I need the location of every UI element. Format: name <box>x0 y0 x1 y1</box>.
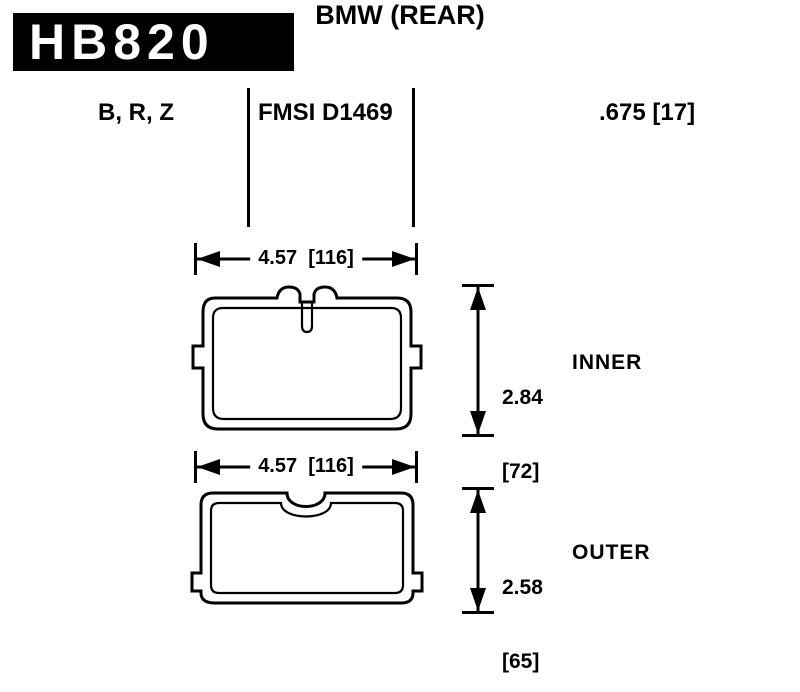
arrow-left-icon <box>197 459 220 475</box>
inner-height-value: 2.84 [72] <box>502 336 543 534</box>
fmsi-number: FMSI D1469 <box>258 99 393 126</box>
vehicle-application: BMW (REAR) <box>315 0 485 30</box>
arrow-down-icon <box>470 411 486 434</box>
arrow-up-icon <box>470 490 486 513</box>
arrow-right-icon <box>392 459 415 475</box>
inner-pad-drawing <box>191 285 423 431</box>
outer-pad-drawing <box>190 491 424 605</box>
outer-pad-friction-outline <box>209 501 405 595</box>
inner-width-value: 4.57 [116] <box>250 247 362 270</box>
compound-codes: B, R, Z <box>98 99 174 126</box>
inner-pad-center-slot <box>300 302 314 334</box>
arrow-right-icon <box>392 251 415 267</box>
outer-pad-outline <box>190 491 424 605</box>
inner-height-dimension <box>462 284 494 437</box>
separator-line-left <box>247 88 250 227</box>
arrow-up-icon <box>470 287 486 310</box>
outer-height-dimension <box>462 487 494 614</box>
outer-height-value: 2.58 [65] <box>502 526 543 692</box>
inner-height-inches: 2.84 <box>502 385 543 409</box>
separator-line-right <box>412 88 415 227</box>
outer-width-value: 4.57 [116] <box>250 455 362 478</box>
inner-width-dimension: 4.57 [116] <box>194 243 418 275</box>
outer-height-mm: [65] <box>502 649 540 673</box>
inner-pad-label: INNER <box>572 351 643 374</box>
pad-thickness: .675 [17] <box>599 99 696 126</box>
arrow-down-icon <box>470 588 486 611</box>
part-number: HB820 <box>29 14 215 70</box>
inner-pad-outline <box>191 285 423 431</box>
inner-pad-friction-outline <box>211 306 403 421</box>
arrow-left-icon <box>197 251 220 267</box>
outer-pad-label: OUTER <box>572 541 651 564</box>
outer-width-dimension: 4.57 [116] <box>194 451 418 483</box>
inner-height-dimension-arrows <box>462 284 494 437</box>
outer-height-dimension-arrows <box>462 487 494 614</box>
part-number-box: HB820 <box>13 13 294 71</box>
inner-height-mm: [72] <box>502 459 540 483</box>
outer-height-inches: 2.58 <box>502 575 543 599</box>
